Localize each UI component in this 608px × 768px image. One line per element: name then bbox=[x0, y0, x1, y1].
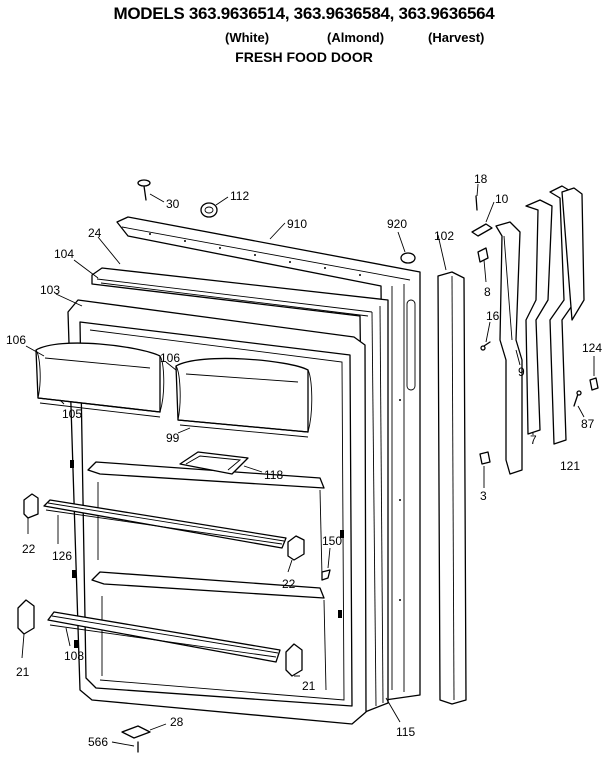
callout-21-left: 21 bbox=[16, 665, 30, 679]
callout-150: 150 bbox=[322, 534, 342, 548]
shelf-end-cap-22-left bbox=[23, 493, 39, 519]
variant-harvest: (Harvest) bbox=[428, 30, 485, 45]
callout-22-left: 22 bbox=[22, 542, 36, 556]
shelf-end-cap-21-left bbox=[17, 599, 35, 635]
leader-lines bbox=[21, 183, 595, 747]
variant-white: (White) bbox=[225, 30, 270, 45]
callout-30: 30 bbox=[166, 197, 180, 211]
cap-920 bbox=[400, 252, 416, 264]
door-trim-strip bbox=[437, 271, 467, 705]
callout-99: 99 bbox=[166, 431, 180, 445]
callout-566: 566 bbox=[88, 735, 108, 749]
callout-104: 104 bbox=[54, 247, 74, 261]
section-title: FRESH FOOD DOOR bbox=[235, 49, 373, 65]
dairy-compartment-right bbox=[175, 357, 313, 438]
hinge-pin-150 bbox=[321, 569, 331, 581]
screw-87 bbox=[573, 390, 582, 407]
plug-112 bbox=[200, 202, 218, 218]
callout-126: 126 bbox=[52, 549, 72, 563]
callout-105: 105 bbox=[62, 407, 82, 421]
callout-920: 920 bbox=[387, 217, 407, 231]
callout-115: 115 bbox=[396, 725, 415, 739]
models-title: MODELS 363.9636514, 363.9636584, 363.963… bbox=[113, 4, 495, 23]
callout-22-right: 22 bbox=[282, 577, 296, 591]
variant-almond: (Almond) bbox=[327, 30, 385, 45]
shelf-end-cap-22-right bbox=[287, 535, 305, 561]
callout-3: 3 bbox=[480, 489, 487, 503]
callout-87: 87 bbox=[581, 417, 595, 431]
outer-door-panel bbox=[116, 216, 421, 701]
callout-16: 16 bbox=[486, 309, 500, 323]
clip-124 bbox=[589, 377, 599, 391]
callout-labels: 30 112 910 920 102 18 10 8 16 9 124 87 7… bbox=[6, 172, 602, 749]
callout-910: 910 bbox=[287, 217, 307, 231]
callout-10: 10 bbox=[495, 192, 509, 206]
callout-108: 108 bbox=[64, 649, 84, 663]
callout-18: 18 bbox=[474, 172, 488, 186]
callout-24: 24 bbox=[88, 226, 102, 240]
shelf-bar-lower bbox=[47, 611, 281, 663]
hinge-parts bbox=[471, 195, 523, 475]
bottom-hinge-28 bbox=[121, 725, 151, 739]
callout-112: 112 bbox=[230, 189, 249, 203]
dairy-compartment-left bbox=[35, 342, 165, 418]
hinge-rail-121 bbox=[549, 185, 585, 445]
callout-8: 8 bbox=[484, 285, 491, 299]
screw-30 bbox=[137, 179, 151, 201]
callout-7: 7 bbox=[530, 433, 537, 447]
callout-121: 121 bbox=[560, 459, 580, 473]
callout-9: 9 bbox=[518, 365, 525, 379]
callout-106-right: 106 bbox=[160, 351, 180, 365]
callout-106-left: 106 bbox=[6, 333, 26, 347]
callout-28: 28 bbox=[170, 715, 184, 729]
shelf-end-cap-21-right bbox=[285, 643, 303, 677]
door-gasket-frame bbox=[91, 267, 389, 713]
callout-124: 124 bbox=[582, 341, 602, 355]
hinge-rail-7 bbox=[525, 199, 553, 435]
callout-21-right: 21 bbox=[302, 679, 316, 693]
callout-103: 103 bbox=[40, 283, 60, 297]
shelf-bar-upper bbox=[43, 499, 287, 549]
egg-tray bbox=[179, 451, 249, 475]
callout-118: 118 bbox=[264, 468, 283, 482]
callout-102: 102 bbox=[434, 229, 454, 243]
